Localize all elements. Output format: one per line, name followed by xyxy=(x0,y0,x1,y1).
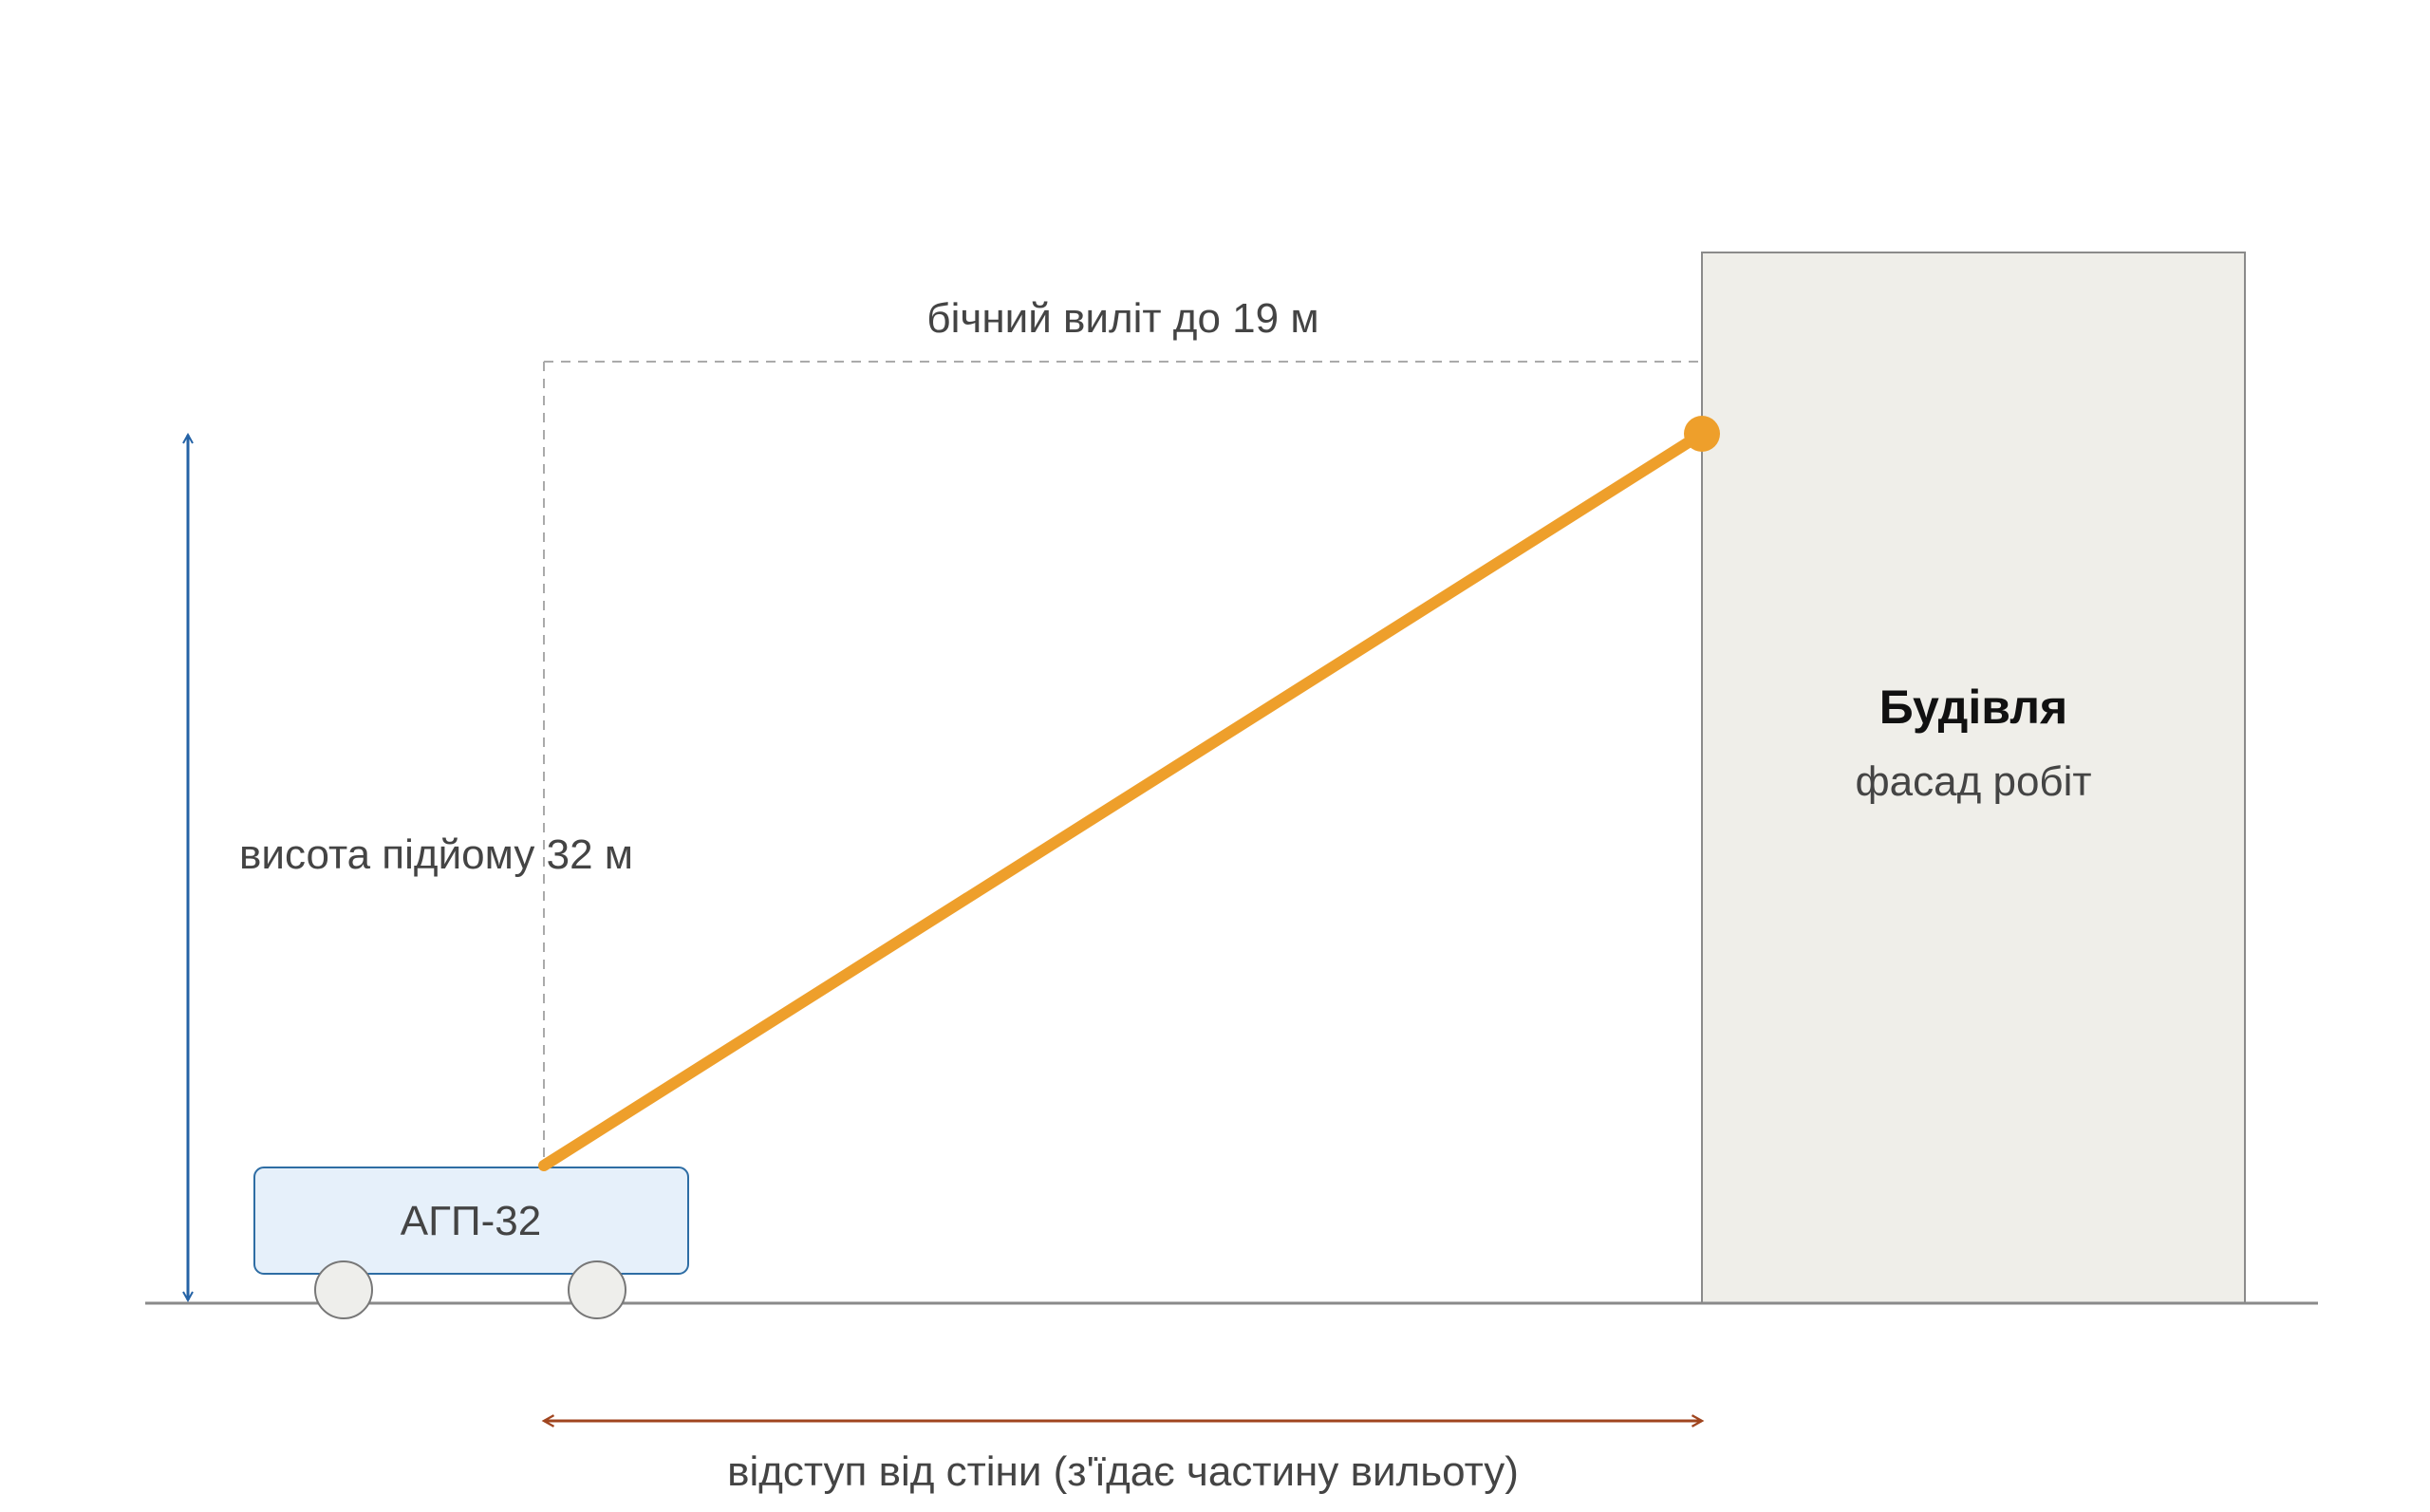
vehicle-body xyxy=(253,1167,689,1275)
building-title: Будівля xyxy=(1879,681,2068,734)
boom xyxy=(538,428,1708,1171)
front-wheel xyxy=(314,1260,373,1319)
wall-offset-label: відступ від стіни (з'їдає частину вильот… xyxy=(727,1448,1519,1495)
building-subtitle: фасад робіт xyxy=(1855,758,2091,805)
building xyxy=(1701,252,2246,1304)
vehicle-label: АГП-32 xyxy=(401,1198,541,1244)
boom-tip-basket xyxy=(1684,416,1720,452)
lift-height-label: висота підйому 32 м xyxy=(239,831,633,878)
rear-wheel xyxy=(568,1260,626,1319)
side-reach-label: бічний виліт до 19 м xyxy=(926,295,1318,342)
